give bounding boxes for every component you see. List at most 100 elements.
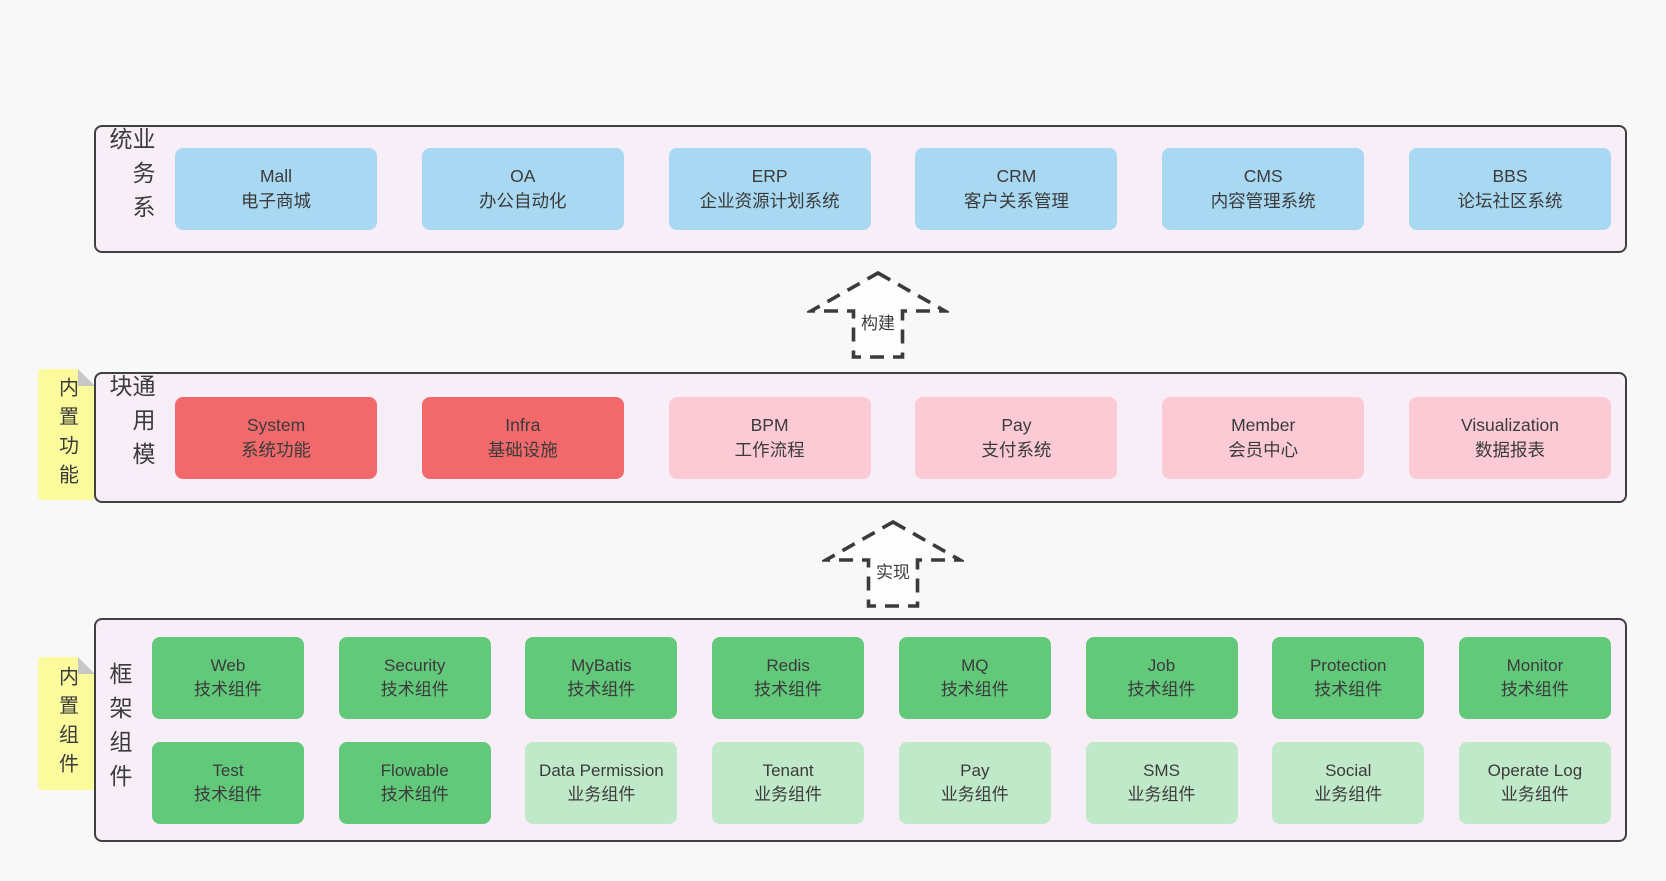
box-title: Mall <box>259 166 293 186</box>
box-title: Social <box>1325 760 1372 780</box>
box-title: Visualization <box>1461 414 1559 435</box>
box-job: Job 技术组件 <box>1085 636 1238 719</box>
box-subtitle: 企业资源计划系统 <box>699 191 840 211</box>
box-subtitle: 业务组件 <box>1500 784 1569 804</box>
box-mq: MQ 技术组件 <box>898 636 1051 719</box>
box-security: Security 技术组件 <box>338 636 491 719</box>
box-subtitle: 业务组件 <box>1314 784 1383 804</box>
box-protection: Protection 技术组件 <box>1272 636 1425 719</box>
box-bpm: BPM 工作流程 <box>668 396 871 479</box>
box-sms: SMS 业务组件 <box>1085 741 1238 824</box>
box-title: SMS <box>1143 760 1180 780</box>
box-redis: Redis 技术组件 <box>712 636 865 719</box>
box-title: Job <box>1147 655 1176 675</box>
box-subtitle: 支付系统 <box>981 439 1052 460</box>
box-title: ERP <box>751 166 788 186</box>
box-row: Mall 电子商城 OA 办公自动化 ERP 企业资源计划系统 CRM 客户关系… <box>175 148 1611 230</box>
section-body: Web 技术组件 Security 技术组件 MyBatis 技术组件 Redi… <box>152 620 1611 840</box>
box-subtitle: 系统功能 <box>241 439 311 460</box>
box-pay-module: Pay 支付系统 <box>915 396 1118 479</box>
box-bbs: BBS 论坛社区系统 <box>1408 148 1611 230</box>
box-subtitle: 办公自动化 <box>479 191 567 211</box>
section-business-systems: 业务系统 Mall 电子商城 OA 办公自动化 ERP 企业资源计划系统 CRM… <box>94 125 1627 253</box>
box-subtitle: 技术组件 <box>567 679 636 699</box>
arrow-build: 构建 <box>807 270 949 360</box>
arrow-implement: 实现 <box>822 519 964 609</box>
box-subtitle: 会员中心 <box>1228 439 1299 460</box>
box-data-permission: Data Permission 业务组件 <box>525 741 678 824</box>
folded-corner-icon <box>78 657 95 674</box>
box-subtitle: 基础设施 <box>487 439 558 460</box>
box-system: System 系统功能 <box>175 396 377 479</box>
box-title: Monitor <box>1506 655 1564 675</box>
sticky-note-label: 内置组件 <box>55 665 78 782</box>
box-title: MQ <box>961 655 989 675</box>
box-title: MyBatis <box>571 655 632 675</box>
box-subtitle: 内容管理系统 <box>1210 191 1316 211</box>
box-subtitle: 客户关系管理 <box>963 191 1069 211</box>
box-erp: ERP 企业资源计划系统 <box>668 148 871 230</box>
box-subtitle: 技术组件 <box>754 679 823 699</box>
box-subtitle: 业务组件 <box>754 784 823 804</box>
box-subtitle: 电子商城 <box>241 191 311 211</box>
box-subtitle: 技术组件 <box>1127 679 1196 699</box>
box-title: Redis <box>766 655 810 675</box>
box-oa: OA 办公自动化 <box>421 148 624 230</box>
folded-corner-icon <box>78 369 95 386</box>
box-monitor: Monitor 技术组件 <box>1458 636 1611 719</box>
section-label: 业务系统 <box>106 127 155 229</box>
box-title: Data Permission <box>539 760 664 780</box>
box-title: Security <box>383 655 446 675</box>
sticky-note-label: 内置功能 <box>55 376 78 493</box>
box-title: Member <box>1231 414 1296 435</box>
box-subtitle: 技术组件 <box>940 679 1009 699</box>
box-crm: CRM 客户关系管理 <box>915 148 1118 230</box>
box-row: Test 技术组件 Flowable 技术组件 Data Permission … <box>152 741 1611 824</box>
box-operate-log: Operate Log 业务组件 <box>1458 741 1611 824</box>
box-subtitle: 技术组件 <box>194 784 262 804</box>
arrow-label: 构建 <box>858 313 898 334</box>
box-subtitle: 业务组件 <box>567 784 636 804</box>
box-subtitle: 业务组件 <box>1127 784 1196 804</box>
box-infra: Infra 基础设施 <box>421 396 624 479</box>
box-title: Infra <box>505 414 541 435</box>
box-subtitle: 论坛社区系统 <box>1457 191 1563 211</box>
box-title: CMS <box>1243 166 1283 186</box>
sticky-note-builtin-components: 内置组件 <box>38 657 95 790</box>
box-subtitle: 技术组件 <box>380 679 449 699</box>
box-test: Test 技术组件 <box>152 741 304 824</box>
box-subtitle: 技术组件 <box>1500 679 1569 699</box>
box-subtitle: 技术组件 <box>380 784 449 804</box>
box-title: OA <box>510 166 536 186</box>
box-web: Web 技术组件 <box>152 636 304 719</box>
section-label: 通用模块 <box>106 374 155 476</box>
section-body: System 系统功能 Infra 基础设施 BPM 工作流程 Pay 支付系统… <box>175 374 1611 501</box>
box-visualization: Visualization 数据报表 <box>1408 396 1611 479</box>
box-subtitle: 技术组件 <box>194 679 262 699</box>
box-row: System 系统功能 Infra 基础设施 BPM 工作流程 Pay 支付系统… <box>175 396 1611 479</box>
box-title: Tenant <box>762 760 814 780</box>
box-title: Flowable <box>380 760 449 780</box>
box-social: Social 业务组件 <box>1272 741 1425 824</box>
section-label: 框架组件 <box>106 662 132 798</box>
box-title: Operate Log <box>1487 760 1583 780</box>
box-tenant: Tenant 业务组件 <box>712 741 865 824</box>
box-subtitle: 数据报表 <box>1474 439 1545 460</box>
box-title: System <box>246 414 306 435</box>
box-title: Protection <box>1309 655 1387 675</box>
box-subtitle: 业务组件 <box>940 784 1009 804</box>
section-common-modules: 通用模块 System 系统功能 Infra 基础设施 BPM 工作流程 Pay… <box>94 372 1627 503</box>
box-title: BBS <box>1492 166 1528 186</box>
box-title: CRM <box>996 166 1037 186</box>
box-title: Test <box>212 760 244 780</box>
box-subtitle: 技术组件 <box>1314 679 1383 699</box>
box-mybatis: MyBatis 技术组件 <box>525 636 678 719</box>
box-member: Member 会员中心 <box>1162 396 1365 479</box>
box-title: BPM <box>750 414 789 435</box>
section-framework-components: 框架组件 Web 技术组件 Security 技术组件 MyBatis 技术组件… <box>94 618 1627 842</box>
box-flowable: Flowable 技术组件 <box>338 741 491 824</box>
box-mall: Mall 电子商城 <box>175 148 377 230</box>
section-body: Mall 电子商城 OA 办公自动化 ERP 企业资源计划系统 CRM 客户关系… <box>175 127 1611 251</box>
box-title: Pay <box>1001 414 1032 435</box>
